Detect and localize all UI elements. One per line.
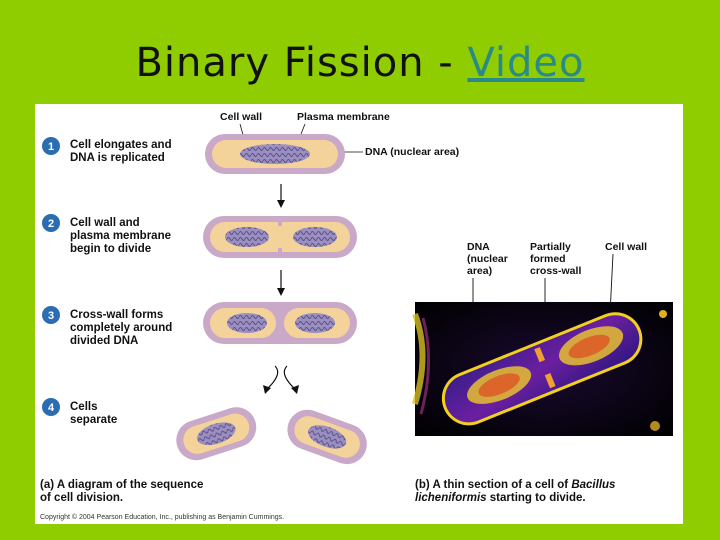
copyright-text: Copyright © 2004 Pearson Education, Inc.… xyxy=(40,513,284,521)
video-link[interactable]: Video xyxy=(467,40,585,86)
step-text-line: separate xyxy=(70,414,117,426)
step-text-line: plasma membrane xyxy=(70,230,171,242)
step-text-line: Cell elongates and xyxy=(70,139,172,151)
micro-label-dna: (nuclear xyxy=(467,253,508,265)
label-dna-nuclear-area: DNA (nuclear area) xyxy=(365,146,459,158)
micro-label-cross-wall: formed xyxy=(530,253,566,265)
micro-label-cross-wall: Partially xyxy=(530,241,571,253)
diagram-panel: Cell wall Plasma membrane DNA (nuclear a… xyxy=(35,104,683,524)
title-text: Binary Fission - xyxy=(135,40,468,86)
step-number: 2 xyxy=(48,218,54,230)
caption-b-line1: (b) A thin section of a cell of Bacillus xyxy=(415,479,615,491)
step-text-line: divided DNA xyxy=(70,335,138,347)
cell-step-3 xyxy=(203,302,357,344)
step-text-line: DNA is replicated xyxy=(70,152,165,164)
step-text-line: Cell wall and xyxy=(70,217,140,229)
micro-label-dna: area) xyxy=(467,265,492,277)
step-number: 3 xyxy=(48,310,54,322)
cell-step-4-right xyxy=(287,409,367,465)
step-4: 4 Cells separate xyxy=(42,398,117,426)
label-cell-wall: Cell wall xyxy=(220,111,262,123)
step-number: 1 xyxy=(48,141,54,153)
step-text-line: completely around xyxy=(70,322,172,334)
caption-b-prefix: (b) A thin section of a cell of xyxy=(415,479,571,491)
step-2: 2 Cell wall and plasma membrane begin to… xyxy=(42,214,171,255)
caption-b-species2: licheniformis xyxy=(415,492,487,504)
label-plasma-membrane: Plasma membrane xyxy=(297,111,390,123)
micro-label-dna: DNA xyxy=(467,241,490,253)
caption-a-line: of cell division. xyxy=(40,492,123,504)
step-text-line: Cross-wall forms xyxy=(70,309,163,321)
step-1: 1 Cell elongates and DNA is replicated xyxy=(42,137,172,164)
micro-label-cell-wall: Cell wall xyxy=(605,241,647,253)
caption-b-line2: licheniformis starting to divide. xyxy=(415,492,586,504)
step-text-line: begin to divide xyxy=(70,243,151,255)
binary-fission-diagram: Cell wall Plasma membrane DNA (nuclear a… xyxy=(40,111,673,521)
caption-a-line: (a) A diagram of the sequence xyxy=(40,479,203,491)
step-number: 4 xyxy=(48,402,55,414)
step-text-line: Cells xyxy=(70,401,98,413)
caption-b-suffix: starting to divide. xyxy=(487,492,586,504)
cell-step-1 xyxy=(205,134,345,174)
micrograph-image xyxy=(412,302,673,436)
cell-step-4-left xyxy=(176,407,257,461)
micro-label-cross-wall: cross-wall xyxy=(530,265,581,277)
cell-step-2 xyxy=(203,216,357,258)
slide-title: Binary Fission - Video xyxy=(0,40,720,86)
step-3: 3 Cross-wall forms completely around div… xyxy=(42,306,172,347)
caption-b-species1: Bacillus xyxy=(571,479,615,491)
